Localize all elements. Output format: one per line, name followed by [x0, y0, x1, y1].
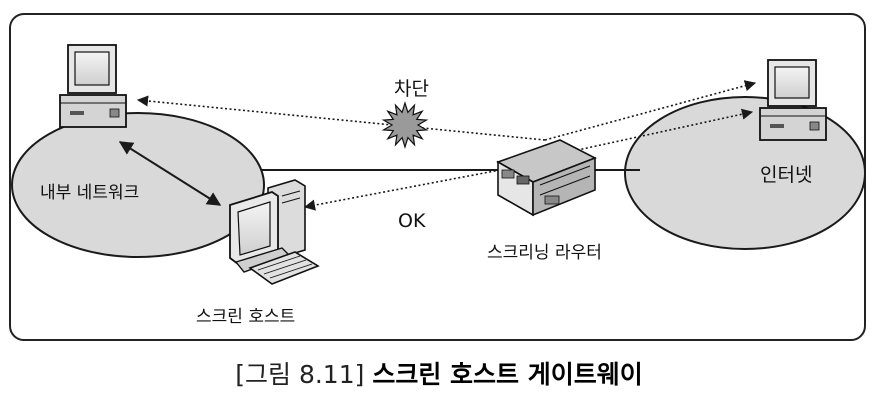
- blocked-label: 차단: [394, 78, 429, 100]
- internet-label: 인터넷: [760, 164, 813, 186]
- internal-network-label: 내부 네트워크: [40, 183, 140, 203]
- router-to-internet-arrow-lower: [554, 108, 754, 156]
- screening-router-label: 스크리닝 라우터: [487, 243, 602, 263]
- screen-host-label: 스크린 호스트: [196, 307, 296, 327]
- ok-label: OK: [398, 210, 426, 232]
- router-to-internet-arrow-upper: [544, 80, 757, 141]
- starburst-block-icon: [381, 100, 429, 150]
- caption-title: 스크린 호스트 게이트웨이: [372, 360, 643, 389]
- figure-caption: [그림 8.11] 스크린 호스트 게이트웨이: [0, 355, 878, 391]
- desktop-computer-icon: [759, 59, 827, 141]
- clipped-top-heading: [330, 0, 338, 13]
- caption-prefix: [그림 8.11]: [235, 360, 365, 389]
- desktop-computer-icon: [59, 44, 127, 128]
- internet-ellipse: [624, 96, 866, 250]
- blocked-path-arrow: [136, 95, 546, 141]
- router-icon: [496, 139, 597, 217]
- internal-link-arrow: [118, 141, 222, 206]
- ok-path-arrow: [303, 169, 501, 211]
- keyboard-icon: [248, 251, 320, 285]
